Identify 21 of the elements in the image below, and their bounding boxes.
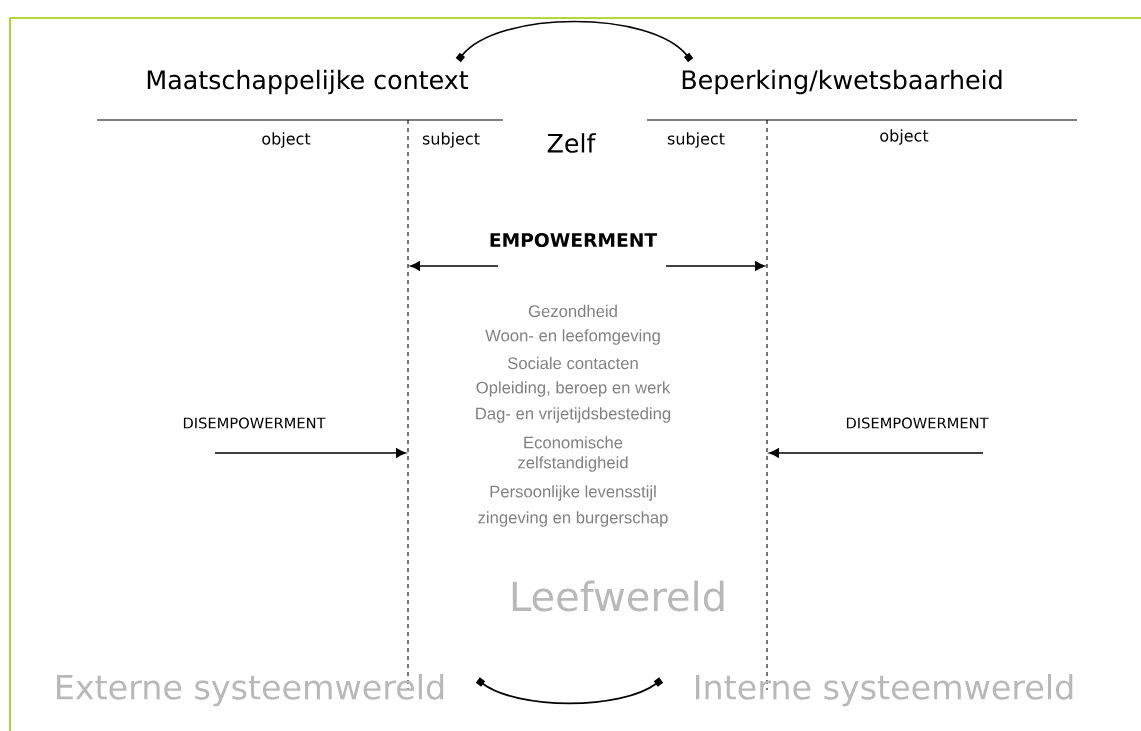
- label-text: object: [880, 129, 929, 145]
- outline-heading: Interne systeemwereld: [696, 673, 1073, 707]
- list-item: Opleiding, beroep en werk: [476, 381, 671, 397]
- label-text: subject: [422, 132, 480, 148]
- label-text: DISEMPOWERMENT: [183, 417, 326, 429]
- heading-text: Beperking/kwetsbaarheid: [682, 69, 1002, 95]
- title-text: EMPOWERMENT: [490, 232, 658, 248]
- outline-heading: Leefwereld: [512, 580, 724, 612]
- outline-heading: Externe systeemwereld: [57, 673, 444, 707]
- label-text: DISEMPOWERMENT: [846, 417, 989, 429]
- label-text: Zelf: [547, 133, 596, 153]
- list-item: zingeving en burgerschap: [478, 511, 668, 527]
- label-text: subject: [667, 132, 725, 148]
- heading-text: Maatschappelijke context: [147, 69, 469, 95]
- list-item: Sociale contacten: [508, 356, 638, 370]
- label-text: object: [262, 132, 311, 148]
- list-item: Persoonlijke levensstijl: [490, 485, 656, 501]
- list-item: Woon- en leefomgeving: [485, 329, 660, 345]
- list-item: Dag- en vrijetijdsbesteding: [476, 407, 671, 423]
- list-item: Gezondheid: [528, 304, 617, 318]
- list-item: Economische zelfstandigheid: [518, 436, 628, 472]
